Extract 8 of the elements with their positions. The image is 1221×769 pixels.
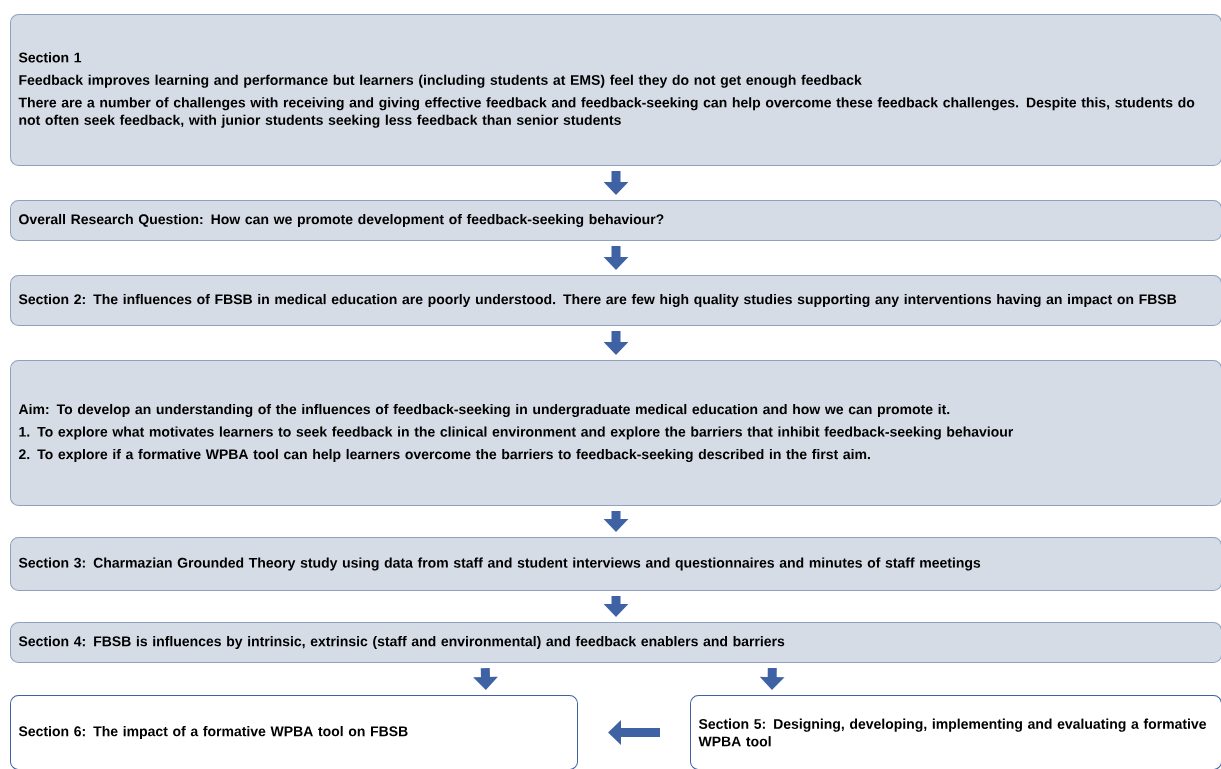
section-box: Section 4: FBSB is influences by intrinsic, extrinsic (staff and environmental) and feedback enablers and barriers <box>10 622 1221 663</box>
section-box: Aim: To develop an understanding of the influences of feedback-seeking in undergraduate medical education and how we can promote it. 1. To explore what motivates learners to seek feedback in the clinical environment and explore the barriers that inhibit feedback-seeking behaviour 2. To explore if a formative WPBA tool can help learners overcome the barriers to feedback-seeking described in the first aim. <box>10 360 1221 506</box>
section-box: Section 2: The influences of FBSB in medical education are poorly understood. There are few high quality studies supporting any interventions having an impact on FBSB <box>10 275 1221 326</box>
section-box: Section 3: Charmazian Grounded Theory study using data from staff and student interviews and questionnaires and minutes of staff meetings <box>10 537 1221 591</box>
section-box: Section 1 Feedback improves learning and performance but learners (including students at EMS) feel they do not get enough feedback There are a number of challenges with receiving and giving effective feedback and feedback-seeking can help overcome these feedback challenges. Despite this, students do not often seek feedback, with junior students seeking less feedback than senior students <box>10 14 1221 166</box>
section-box: Section 5: Designing, developing, implementing and evaluating a formative WPBA tool <box>690 695 1221 769</box>
section-box: Overall Research Question: How can we promote development of feedback-seeking behaviour? <box>10 200 1221 241</box>
section-box: Section 6: The impact of a formative WPBA tool on FBSB <box>10 695 578 769</box>
